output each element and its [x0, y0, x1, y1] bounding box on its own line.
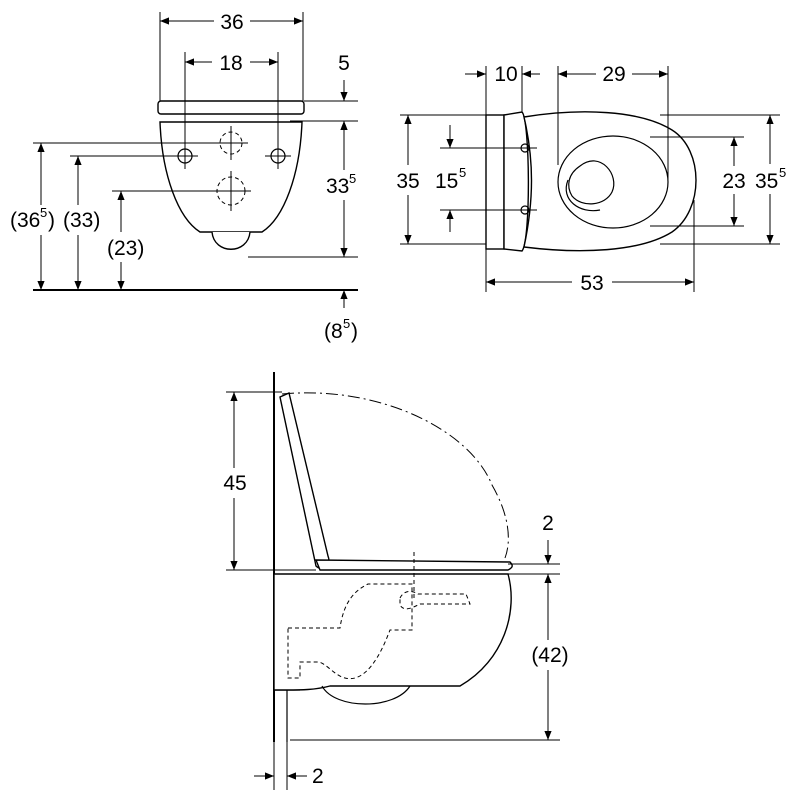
outlet-front [211, 231, 251, 250]
dim-seat-height: 5 [338, 52, 350, 75]
lid-swing-arc [281, 392, 509, 559]
front-view: 36 18 5 33 5 (8 5 ) (36 5 ) [8, 8, 360, 343]
dim-inner-width: 23 [722, 170, 745, 193]
dim-floor-clearance-close: ) [351, 320, 358, 343]
dim-outer-width-sup: 5 [779, 165, 786, 180]
dim-seat-thickness: 2 [542, 512, 554, 535]
dim-floor-clearance-sup: 5 [343, 316, 350, 331]
lid-raised [279, 392, 330, 570]
dim-fixing-spacing-top: 15 [435, 170, 458, 193]
bowl-side [273, 573, 512, 691]
fixing-holes [172, 126, 291, 211]
trap-hidden [287, 583, 413, 680]
dim-rim-height: (42) [531, 644, 568, 667]
dim-top-height: (36 [10, 209, 40, 232]
dim-top-height-close: ) [48, 209, 55, 232]
seat-front [157, 100, 305, 115]
dim-wall-gap: 2 [312, 765, 324, 788]
dim-bowl-height: 33 [326, 175, 349, 198]
seat-side [314, 559, 513, 571]
dim-lid-height: 45 [223, 472, 246, 495]
dim-outlet-height: (23) [107, 237, 144, 260]
dim-fixing-upper-height: (33) [63, 209, 100, 232]
dim-bowl-opening: 29 [602, 63, 625, 86]
wall-plate-top [485, 114, 505, 250]
bowl-top [523, 111, 697, 252]
side-view: 45 2 (42) 2 [216, 372, 576, 790]
seat-hinge-top [503, 111, 530, 252]
top-view: 10 29 35 15 5 23 35 5 [392, 61, 796, 296]
dim-outer-width: 35 [755, 170, 778, 193]
dim-fixing-spacing-top-sup: 5 [459, 165, 466, 180]
dim-overall-width: 36 [220, 11, 243, 34]
dim-floor-clearance: (8 [324, 320, 343, 343]
water-surface [568, 160, 615, 205]
dim-bowl-height-sup: 5 [349, 171, 356, 186]
dim-total-width: 35 [396, 170, 419, 193]
dim-fixing-spacing: 18 [219, 52, 242, 75]
dim-total-length: 53 [580, 272, 603, 295]
dim-seat-depth: 10 [494, 63, 517, 86]
dim-top-height-sup: 5 [40, 205, 47, 220]
